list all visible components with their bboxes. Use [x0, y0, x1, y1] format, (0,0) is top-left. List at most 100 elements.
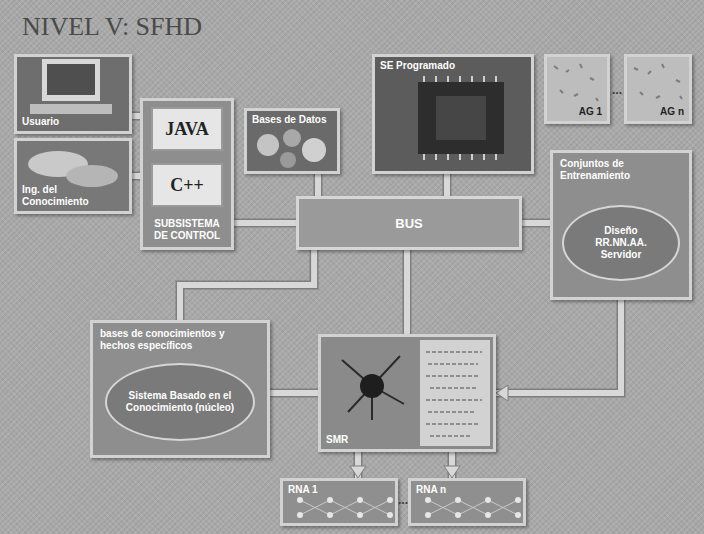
ellipsis-label: ...: [398, 493, 408, 507]
diagram-title: NIVEL V: SFHD: [22, 12, 202, 41]
script-sheet: [420, 340, 490, 446]
hand: [66, 165, 118, 187]
bus-connector: [270, 393, 318, 394]
node-label: SUBSISTEMA DE CONTROL: [150, 218, 224, 242]
core-oval: Diseño RR.NN.AA. Servidor: [562, 205, 680, 281]
core-oval: Sistema Basado en el Conocimiento (núcle…: [105, 363, 255, 441]
connector-edge: [496, 300, 621, 393]
node-label: bases de conocimientos y hechos específi…: [100, 328, 260, 352]
unit: [485, 497, 491, 503]
connector-edge: [234, 219, 296, 228]
node-label: C++: [170, 179, 204, 191]
unit: [387, 497, 393, 503]
connector-edge: [403, 250, 412, 334]
flower: [283, 129, 301, 147]
node-label: JAVA: [165, 123, 208, 135]
connector-line: [270, 390, 318, 396]
node-label: BUS: [395, 216, 422, 231]
photo-ground: [280, 478, 398, 526]
unit: [425, 497, 431, 503]
unit: [357, 512, 363, 518]
connector-edge: [132, 172, 140, 181]
ag-images: [544, 54, 692, 124]
photo-ground: [372, 54, 534, 174]
smr-image: [318, 334, 496, 452]
language-box: C++: [151, 163, 223, 207]
keyboard: [30, 104, 112, 114]
module-panel: SMR: [318, 334, 496, 452]
unit: [515, 512, 521, 518]
node-label: AG n: [660, 106, 684, 118]
engineer-photo: [14, 138, 132, 214]
module-panel: Conjuntos de EntrenamientoDiseño RR.NN.A…: [550, 150, 692, 300]
chip-core: [436, 96, 486, 140]
connector-line: [522, 220, 550, 226]
connector-line: [180, 250, 314, 320]
bus-connector: [407, 250, 408, 334]
photo-ground: [544, 54, 610, 124]
module-panel: SUBSISTEMA DE CONTROL JAVA C++: [140, 98, 234, 250]
connector-line: [234, 220, 296, 226]
node-label: Sistema Basado en el Conocimiento (núcle…: [125, 390, 235, 414]
connector-edge: [132, 112, 140, 121]
bus-connector: [350, 452, 366, 478]
module-panel: AG n: [624, 54, 692, 124]
bus-connector: [318, 174, 319, 196]
node-label: RNA 1: [288, 484, 318, 496]
bus-connector: [496, 300, 621, 401]
module-panel: SE Programado: [372, 54, 534, 174]
connector-edge: [443, 174, 452, 196]
user-photo: [14, 54, 132, 134]
connector-line: [404, 250, 410, 334]
connector-edge: [314, 174, 323, 196]
node-label: Bases de Datos: [252, 114, 326, 126]
bus-connector: [132, 176, 140, 177]
module-panel: AG 1: [544, 54, 610, 124]
connector-line: [132, 173, 140, 179]
language-box: JAVA: [151, 107, 223, 151]
module-panel: Ing. del Conocimiento: [14, 138, 132, 214]
module-panel: bases de conocimientos y hechos específi…: [90, 320, 270, 458]
bus-connector: [132, 116, 140, 117]
module-panel: RNA n: [408, 478, 526, 526]
node-label: Conjuntos de Entrenamiento: [560, 158, 682, 182]
connector-line: [444, 174, 450, 196]
node-label: AG 1: [579, 106, 602, 118]
ellipsis-label: ...: [612, 83, 622, 97]
dendrites: [342, 356, 404, 420]
connector-edge: [522, 219, 550, 228]
unit: [515, 497, 521, 503]
module-panel: Bases de Datos: [244, 108, 340, 174]
monitor: [42, 59, 100, 101]
node-label: SMR: [326, 434, 348, 446]
module-panel: RNA 1: [280, 478, 398, 526]
photo-ground: [318, 334, 496, 452]
title-box: NIVEL V: SFHD: [22, 12, 202, 42]
script-lines: [426, 352, 482, 436]
connector-line: [496, 300, 621, 393]
arrow-head: [496, 385, 508, 401]
flower: [280, 152, 296, 168]
connector-edge: [180, 250, 314, 320]
bus-connector: [522, 223, 550, 224]
unit: [455, 497, 461, 503]
unit: [485, 512, 491, 518]
bus-box: BUS: [296, 196, 522, 250]
node-label: Usuario: [22, 116, 59, 128]
unit: [357, 497, 363, 503]
unit: [297, 497, 303, 503]
ellipsis-box: ...: [612, 80, 622, 98]
unit: [425, 512, 431, 518]
node-label: Diseño RR.NN.AA. Servidor: [582, 225, 660, 261]
bus-connector: [180, 250, 314, 320]
connector-line: [132, 113, 140, 119]
arrow-head: [444, 466, 460, 478]
photo-ground: [408, 478, 526, 526]
chip: [418, 82, 504, 154]
unit: [327, 497, 333, 503]
connector-edge: [270, 389, 318, 398]
node-label: RNA n: [416, 484, 446, 496]
connector-line: [315, 174, 321, 196]
photo-ground: [244, 108, 340, 174]
